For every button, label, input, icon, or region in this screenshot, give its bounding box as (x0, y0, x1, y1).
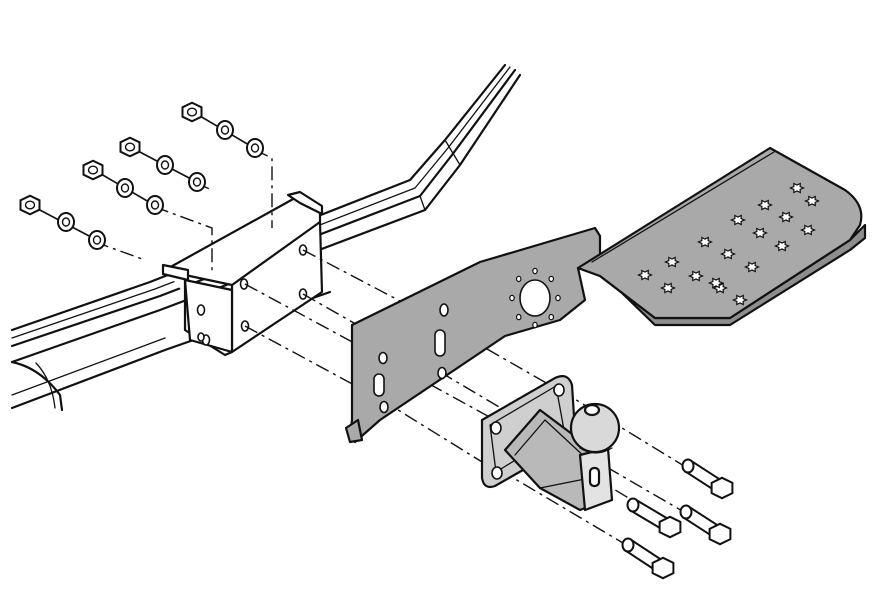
hex-nuts-and-washers (19, 101, 264, 250)
step-perforation (777, 211, 795, 223)
step-perforation (636, 269, 654, 281)
bolt-circle-hole (548, 313, 555, 321)
bolt-circle-hole (532, 321, 538, 329)
step-perforation (707, 277, 725, 289)
step-perforation (659, 282, 677, 294)
nut-washer-set (181, 101, 264, 158)
step-perforation (719, 248, 737, 260)
hex-bolts (621, 458, 734, 580)
washer-bore (120, 183, 130, 193)
bolt-tip (679, 504, 693, 520)
bolt-circle-hole (515, 313, 522, 321)
bolt-circle-hole (532, 267, 538, 275)
step-perforation (803, 195, 821, 207)
washer-bore (250, 143, 260, 153)
bolt-head (708, 522, 732, 546)
nut-washer-set (19, 194, 106, 250)
step-perforation (663, 256, 681, 268)
step-perforation (696, 236, 714, 248)
hex-bolt (679, 504, 732, 546)
drop-step-plate (344, 146, 867, 444)
bolt-circle-hole (515, 275, 522, 283)
step-perforation (751, 227, 769, 239)
washer-bore (220, 125, 230, 135)
nut-washer-set (82, 159, 164, 215)
bolt-head (710, 476, 734, 500)
step-perforation (729, 214, 747, 226)
hex-bolt (681, 458, 734, 500)
bolt-circle-holes (509, 267, 561, 329)
nut-bore (124, 142, 136, 152)
washer-bore (160, 160, 170, 170)
nut-bore (186, 107, 198, 117)
bolt-tip (681, 458, 695, 474)
step-perforation (711, 282, 729, 294)
bolt-tip (626, 497, 640, 513)
washer-bore (92, 235, 102, 245)
nut-washer-set (119, 136, 206, 192)
bolt-tip (621, 537, 635, 553)
washer-bore (61, 217, 71, 227)
hex-bolt (626, 497, 682, 539)
step-perforation (756, 199, 774, 211)
step-perforation (731, 294, 749, 306)
step-perforation (799, 224, 817, 236)
hex-bolt (621, 537, 675, 580)
bolt-circle-hole (555, 294, 561, 302)
washer-bore (192, 177, 202, 187)
step-perforation (687, 270, 705, 282)
step-perforation (743, 261, 761, 273)
frame-mounting-bracket (161, 190, 324, 357)
washer-bore (150, 200, 160, 210)
tow-ball-coupling (480, 375, 621, 512)
bolt-head (658, 515, 682, 539)
step-perforation (788, 182, 806, 194)
nut-bore (87, 165, 99, 175)
bolt-circle-hole (548, 275, 555, 283)
step-perforations (636, 182, 821, 306)
bolt-circle-hole (509, 294, 515, 302)
nut-bore (24, 200, 36, 210)
chassis-frame-rail (10, 63, 522, 412)
bolt-head (651, 556, 675, 580)
step-perforation (773, 240, 791, 252)
